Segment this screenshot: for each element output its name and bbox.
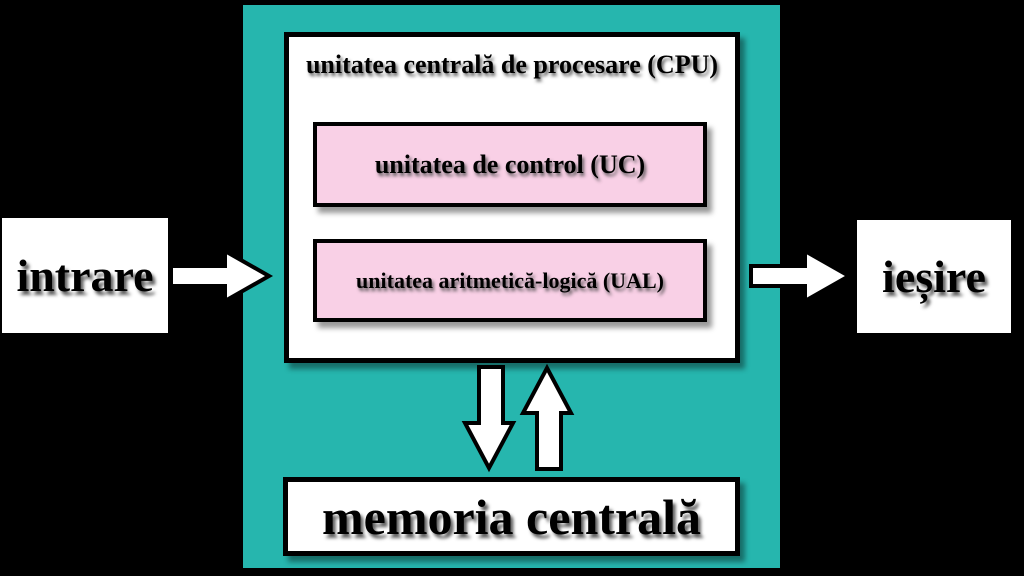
memory-box: memoria centrală [283,477,740,556]
arrow-cpu-to-output-icon [749,247,854,305]
output-box: ieșire [857,220,1011,333]
arrow-cpu-to-memory-icon [461,365,517,473]
memory-label: memoria centrală [321,488,701,545]
alu-label: unitatea aritmetică-logică (UAL) [356,267,664,293]
output-label: ieșire [882,251,986,302]
cpu-box: unitatea centrală de procesare (CPU) uni… [284,32,740,363]
arrow-input-to-cpu-icon [169,247,274,305]
cpu-title: unitatea centrală de procesare (CPU) [305,50,719,79]
control-unit-label: unitatea de control (UC) [374,149,646,179]
alu-box: unitatea aritmetică-logică (UAL) [313,239,707,322]
input-box: intrare [2,218,168,333]
arrow-memory-to-cpu-icon [519,363,575,471]
control-unit-box: unitatea de control (UC) [313,122,707,207]
input-label: intrare [16,250,154,301]
